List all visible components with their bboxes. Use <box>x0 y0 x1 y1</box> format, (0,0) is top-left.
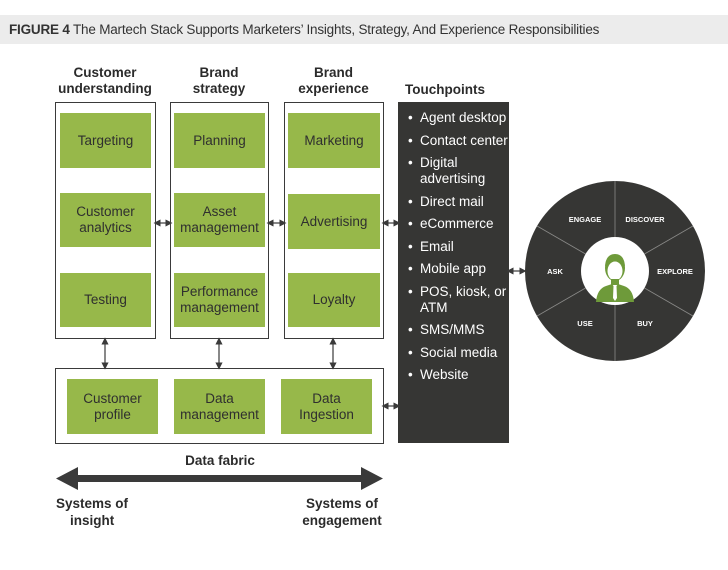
label-line: Systems of <box>305 496 379 511</box>
figure-header: FIGURE 4 The Martech Stack Supports Mark… <box>0 15 728 44</box>
systems-of-engagement-label: Systems of engagement <box>300 495 384 529</box>
wheel-spoke <box>644 287 694 317</box>
tile-label: Loyalty <box>312 292 356 307</box>
column-title-brand-experience: Brand experience <box>284 65 383 97</box>
label-line: insight <box>70 513 115 528</box>
tile-advertising: Advertising <box>288 194 380 249</box>
touchpoint-item: Agent desktop <box>408 110 508 126</box>
wheel-segment-label: ASK <box>547 267 563 276</box>
tile-label: Data <box>205 390 234 406</box>
tile-label: Testing <box>84 292 127 307</box>
column-title-line: Customer <box>73 65 137 80</box>
column-title-line: understanding <box>58 81 152 96</box>
touchpoints-list: Agent desktop Contact center Digital adv… <box>408 110 508 390</box>
tile-label: management <box>180 220 259 235</box>
tile-marketing: Marketing <box>288 113 380 168</box>
tile-label: Performance <box>180 284 259 299</box>
tile-label: management <box>180 300 259 315</box>
wheel-spoke <box>536 225 586 255</box>
tile-label: analytics <box>79 220 132 235</box>
tile-label: Customer <box>76 204 135 219</box>
tile-targeting: Targeting <box>60 113 151 168</box>
column-title-line: Brand <box>313 65 353 80</box>
tile-label: Marketing <box>304 132 364 148</box>
touchpoint-item: Direct mail <box>408 194 508 210</box>
touchpoint-item: Contact center <box>408 133 508 149</box>
touchpoint-item: Social media <box>408 345 508 361</box>
wheel-segment-label: EXPLORE <box>657 267 693 276</box>
tile-label: Asset <box>202 204 237 219</box>
label-line: engagement <box>302 513 382 528</box>
touchpoints-title: Touchpoints <box>405 82 485 97</box>
tile-testing: Testing <box>60 273 151 327</box>
systems-of-insight-label: Systems of insight <box>56 495 128 529</box>
tile-label: Ingestion <box>299 406 354 422</box>
column-title-brand-strategy: Brand strategy <box>170 65 268 97</box>
tile-planning: Planning <box>174 113 265 168</box>
data-fabric-label: Data fabric <box>185 453 255 468</box>
tile-loyalty: Loyalty <box>288 273 380 327</box>
tile-label: Customer <box>83 390 142 406</box>
wheel-segment-label: DISCOVER <box>625 215 665 224</box>
figure-title: FIGURE 4 The Martech Stack Supports Mark… <box>9 22 599 37</box>
tile-label: Advertising <box>300 213 368 229</box>
touchpoint-item: Website <box>408 367 508 383</box>
label-line: Systems of <box>56 496 129 511</box>
wheel-spoke <box>536 287 586 317</box>
figure-title-text: The Martech Stack Supports Marketers’ In… <box>72 22 600 37</box>
customer-person-icon <box>596 254 634 302</box>
touchpoint-item: POS, kiosk, or ATM <box>408 284 508 316</box>
data-fabric-arrow <box>56 467 383 490</box>
touchpoint-item: Digital advertising <box>408 155 508 187</box>
wheel-spoke <box>644 225 694 255</box>
column-title-line: experience <box>298 81 369 96</box>
tile-label: profile <box>94 406 131 422</box>
wheel-segment-label: ENGAGE <box>569 215 602 224</box>
customer-journey-wheel: ENGAGE DISCOVER EXPLORE BUY USE ASK <box>525 181 705 361</box>
column-title-line: strategy <box>192 81 246 96</box>
touchpoint-item: eCommerce <box>408 216 508 232</box>
touchpoint-item: SMS/MMS <box>408 322 508 338</box>
figure-label: FIGURE 4 <box>9 22 70 37</box>
tile-label: Targeting <box>77 132 134 148</box>
column-title-line: Brand <box>199 65 239 80</box>
touchpoint-item: Mobile app <box>408 261 508 277</box>
tile-label: Planning <box>193 132 246 148</box>
wheel-segment-label: BUY <box>637 319 653 328</box>
wheel-segment-label: USE <box>577 319 592 328</box>
touchpoint-item: Email <box>408 239 508 255</box>
tile-label: Data <box>312 390 341 406</box>
tile-label: management <box>180 406 259 422</box>
column-title-customer-understanding: Customer understanding <box>55 65 155 97</box>
